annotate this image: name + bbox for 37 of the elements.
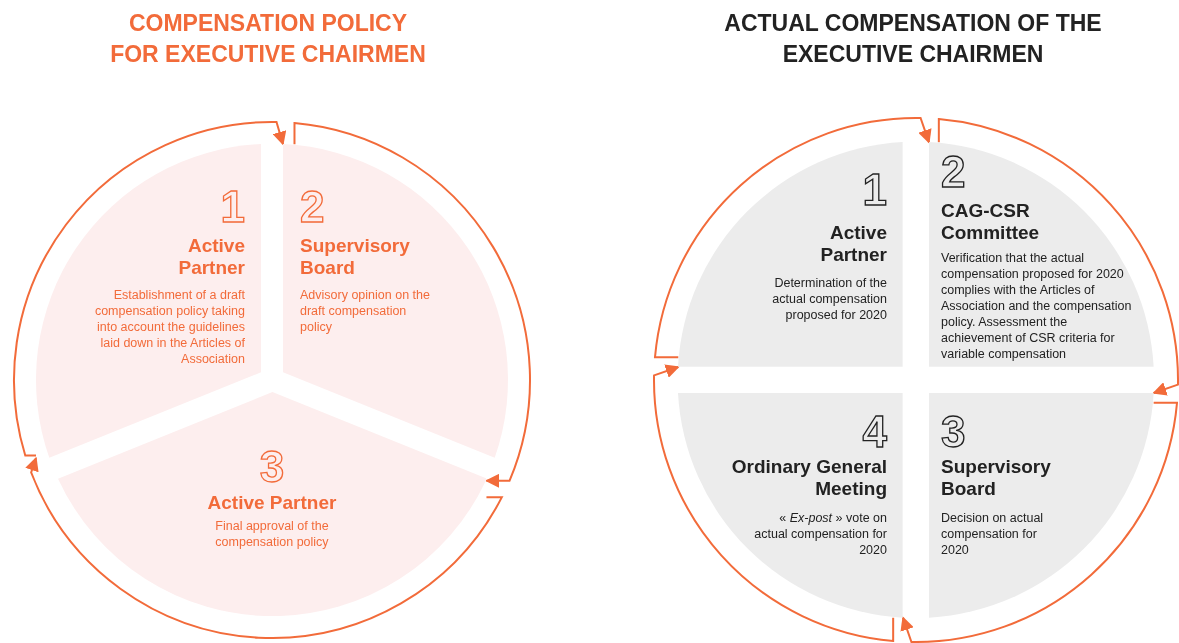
step-heading: CAG-CSR Committee xyxy=(941,200,1041,244)
pie-sector xyxy=(929,142,1154,367)
step-number: 2 xyxy=(300,185,326,229)
step-number: 2 xyxy=(941,150,967,194)
step-number: 4 xyxy=(861,410,887,454)
step-number: 1 xyxy=(861,168,887,212)
curved-arrow xyxy=(937,118,1179,396)
step-description: « Ex-post » vote on actual compensation for 2020 xyxy=(753,510,887,558)
section-heading: ACTUAL COMPENSATION OF THE EXECUTIVE CHAIRMEN xyxy=(723,9,1103,69)
step-number: 3 xyxy=(258,445,286,489)
curved-arrow xyxy=(654,117,932,359)
curved-arrow xyxy=(25,456,503,639)
step-heading: Active Partner xyxy=(177,235,245,279)
curved-arrow xyxy=(293,122,531,488)
step-heading: Active Partner xyxy=(819,222,887,266)
step-description: Verification that the actual compensation proposed for 2020 complies with the Articles of Association and the compensation policy. Assessment the achievement of CSR criteria for variable compensation xyxy=(941,250,1133,362)
step-description: Establishment of a draft compensation policy taking into account the guidelines laid down in the Articles of Association xyxy=(93,287,245,367)
pie-sector xyxy=(929,393,1154,618)
pie-sector xyxy=(283,144,508,459)
step-heading: Supervisory Board xyxy=(941,456,1052,500)
pie-sector xyxy=(57,391,487,616)
step-heading: Ordinary General Meeting xyxy=(730,456,887,500)
step-description: Decision on actual compensation for 2020 xyxy=(941,510,1045,558)
step-heading: Supervisory Board xyxy=(300,235,411,279)
step-description: Advisory opinion on the draft compensation policy xyxy=(300,287,431,335)
step-description: Final approval of the compensation policy xyxy=(214,518,330,550)
pie-sector xyxy=(678,142,903,367)
step-heading: Active Partner xyxy=(206,492,338,514)
curved-arrow xyxy=(653,364,895,642)
section-heading: COMPENSATION POLICY FOR EXECUTIVE CHAIRMEN xyxy=(109,9,427,69)
curved-arrow xyxy=(900,401,1178,643)
pie-sector xyxy=(36,144,261,459)
step-number: 1 xyxy=(219,185,245,229)
curved-arrow xyxy=(13,121,287,457)
step-description: Determination of the actual compensation proposed for 2020 xyxy=(771,275,887,323)
step-number: 3 xyxy=(941,410,967,454)
pie-sector xyxy=(678,393,903,618)
